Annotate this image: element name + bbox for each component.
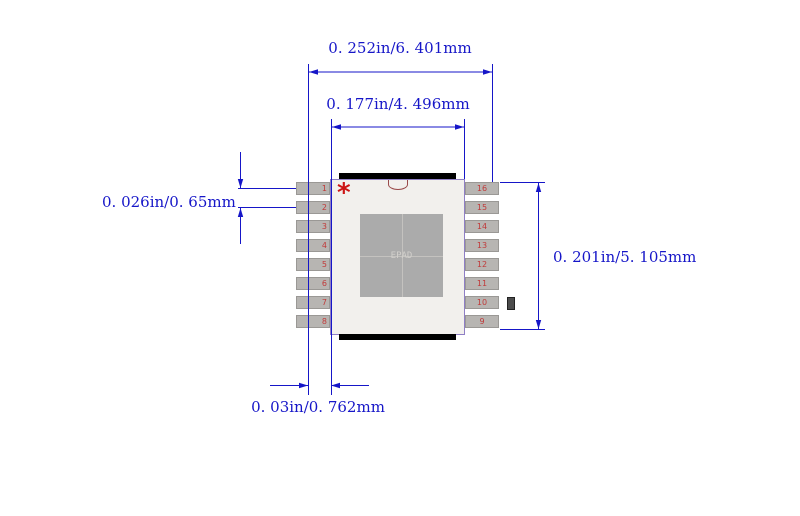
- pin-10: 10: [465, 296, 499, 309]
- arrowhead: [331, 382, 340, 389]
- dim-label-pin-pitch: 0. 026in/0. 65mm: [102, 193, 236, 211]
- arrowhead: [309, 69, 318, 75]
- arrowhead: [455, 124, 464, 130]
- pin-3: 3: [296, 220, 330, 233]
- pin-13: 13: [465, 239, 499, 252]
- pin-2: 2: [296, 201, 330, 214]
- side-component-marker: [507, 297, 515, 310]
- exposed-pad: EPAD: [360, 214, 443, 297]
- dim-label-pin-length: 0. 03in/0. 762mm: [251, 398, 385, 416]
- pin-7: 7: [296, 296, 330, 309]
- pin-8: 8: [296, 315, 330, 328]
- dim-label-body-width: 0. 177in/4. 496mm: [326, 95, 470, 113]
- arrowhead: [332, 124, 341, 130]
- arrowhead: [483, 69, 492, 75]
- arrowhead: [299, 382, 308, 389]
- pin-9: 9: [465, 315, 499, 328]
- epad-label: EPAD: [390, 250, 413, 261]
- epad-horizontal-line: [360, 255, 443, 257]
- arrowhead: [237, 179, 244, 188]
- pin-6: 6: [296, 277, 330, 290]
- pin-1: 1: [296, 182, 330, 195]
- top-silkscreen-bar: [339, 173, 456, 179]
- pin1-asterisk-marker: *: [337, 178, 351, 208]
- arrowhead: [535, 183, 542, 192]
- arrowhead: [237, 208, 244, 217]
- pin-5: 5: [296, 258, 330, 271]
- pin-11: 11: [465, 277, 499, 290]
- dim-label-overall-height: 0. 201in/5. 105mm: [553, 248, 697, 266]
- pin-12: 12: [465, 258, 499, 271]
- pin-4: 4: [296, 239, 330, 252]
- pin-14: 14: [465, 220, 499, 233]
- pin-15: 15: [465, 201, 499, 214]
- bottom-silkscreen-bar: [339, 334, 456, 340]
- dim-label-overall-width: 0. 252in/6. 401mm: [328, 39, 472, 57]
- arrowhead: [535, 320, 542, 329]
- pin-16: 16: [465, 182, 499, 195]
- orientation-notch: [388, 180, 408, 190]
